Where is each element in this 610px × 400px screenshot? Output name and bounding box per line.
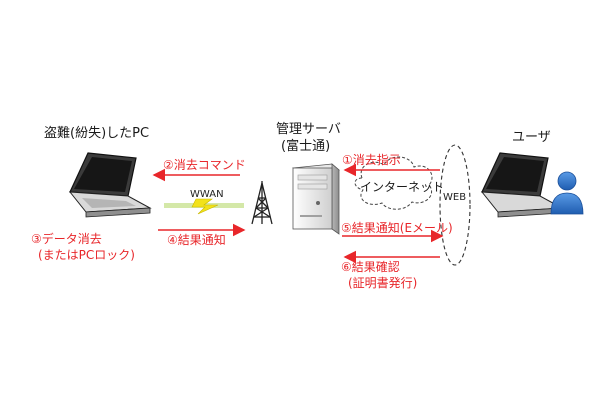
server-label-line2: (富士通) (281, 140, 330, 153)
step6-label-line2: (証明書発行) (348, 277, 417, 289)
server-icon (293, 164, 339, 234)
step5-label: ⑤結果通知(Eメール) (341, 222, 453, 234)
step3-label-line1: ③データ消去 (31, 233, 102, 245)
stolen-pc-label: 盗難(紛失)したPC (44, 127, 149, 140)
internet-label: インターネット (360, 181, 444, 193)
user-laptop-icon (482, 153, 562, 217)
step4-label: ④結果通知 (167, 234, 226, 246)
web-ellipse (440, 145, 470, 265)
radio-tower-icon (252, 181, 272, 224)
wwan-label: WWAN (190, 190, 224, 200)
step2-label: ②消去コマンド (163, 159, 246, 171)
step6-label-line1: ⑥結果確認 (341, 261, 400, 273)
user-person-icon (551, 172, 583, 214)
web-label: WEB (443, 193, 466, 203)
server-label-line1: 管理サーバ (276, 123, 341, 136)
step1-label: ①消去指示 (342, 154, 401, 166)
user-label: ユーザ (512, 131, 551, 144)
wwan-signal-icon (164, 199, 244, 214)
step3-label-line2: (またはPCロック) (38, 249, 135, 261)
stolen-laptop-icon (70, 153, 150, 217)
